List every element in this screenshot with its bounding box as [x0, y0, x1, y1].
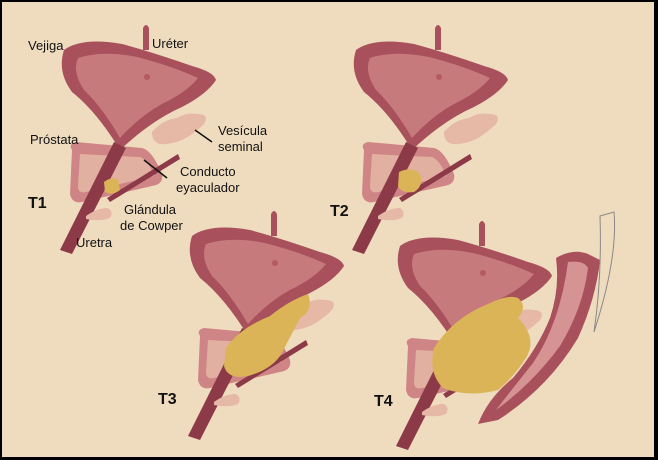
- stage-label-t3: T3: [158, 391, 177, 408]
- stage-label-t4: T4: [374, 393, 393, 410]
- label-urethra: Uretra: [76, 235, 113, 250]
- label-seminal-vesicle-line1: Vesícula: [218, 123, 268, 138]
- label-bladder: Vejiga: [28, 38, 64, 53]
- tumor-t4: [432, 296, 531, 394]
- arrow-seminal-vesicle: [194, 129, 213, 143]
- label-prostate: Próstata: [30, 132, 79, 147]
- arrow-ejaculatory-duct: [143, 159, 168, 179]
- stage-t2-illustration: [352, 25, 508, 254]
- stage-t3-illustration: [188, 211, 344, 440]
- label-cowper-line1: Glándula: [124, 202, 177, 217]
- stage-t4-illustration: [396, 211, 616, 450]
- stage-label-t2: T2: [330, 203, 349, 220]
- stage-t1-illustration: [60, 25, 216, 254]
- stage-label-t1: T1: [28, 195, 47, 212]
- tumor-t3: [224, 294, 310, 377]
- label-ureter: Uréter: [152, 36, 189, 51]
- label-cowper-line2: de Cowper: [120, 218, 184, 233]
- tumor-t1: [104, 178, 120, 194]
- label-seminal-vesicle-line2: seminal: [218, 139, 263, 154]
- tumor-t2: [398, 169, 422, 193]
- label-ejaculatory-duct-line1: Conducto: [180, 164, 236, 179]
- label-ejaculatory-duct-line2: eyaculador: [176, 180, 240, 195]
- peritoneum-outline: [593, 211, 616, 333]
